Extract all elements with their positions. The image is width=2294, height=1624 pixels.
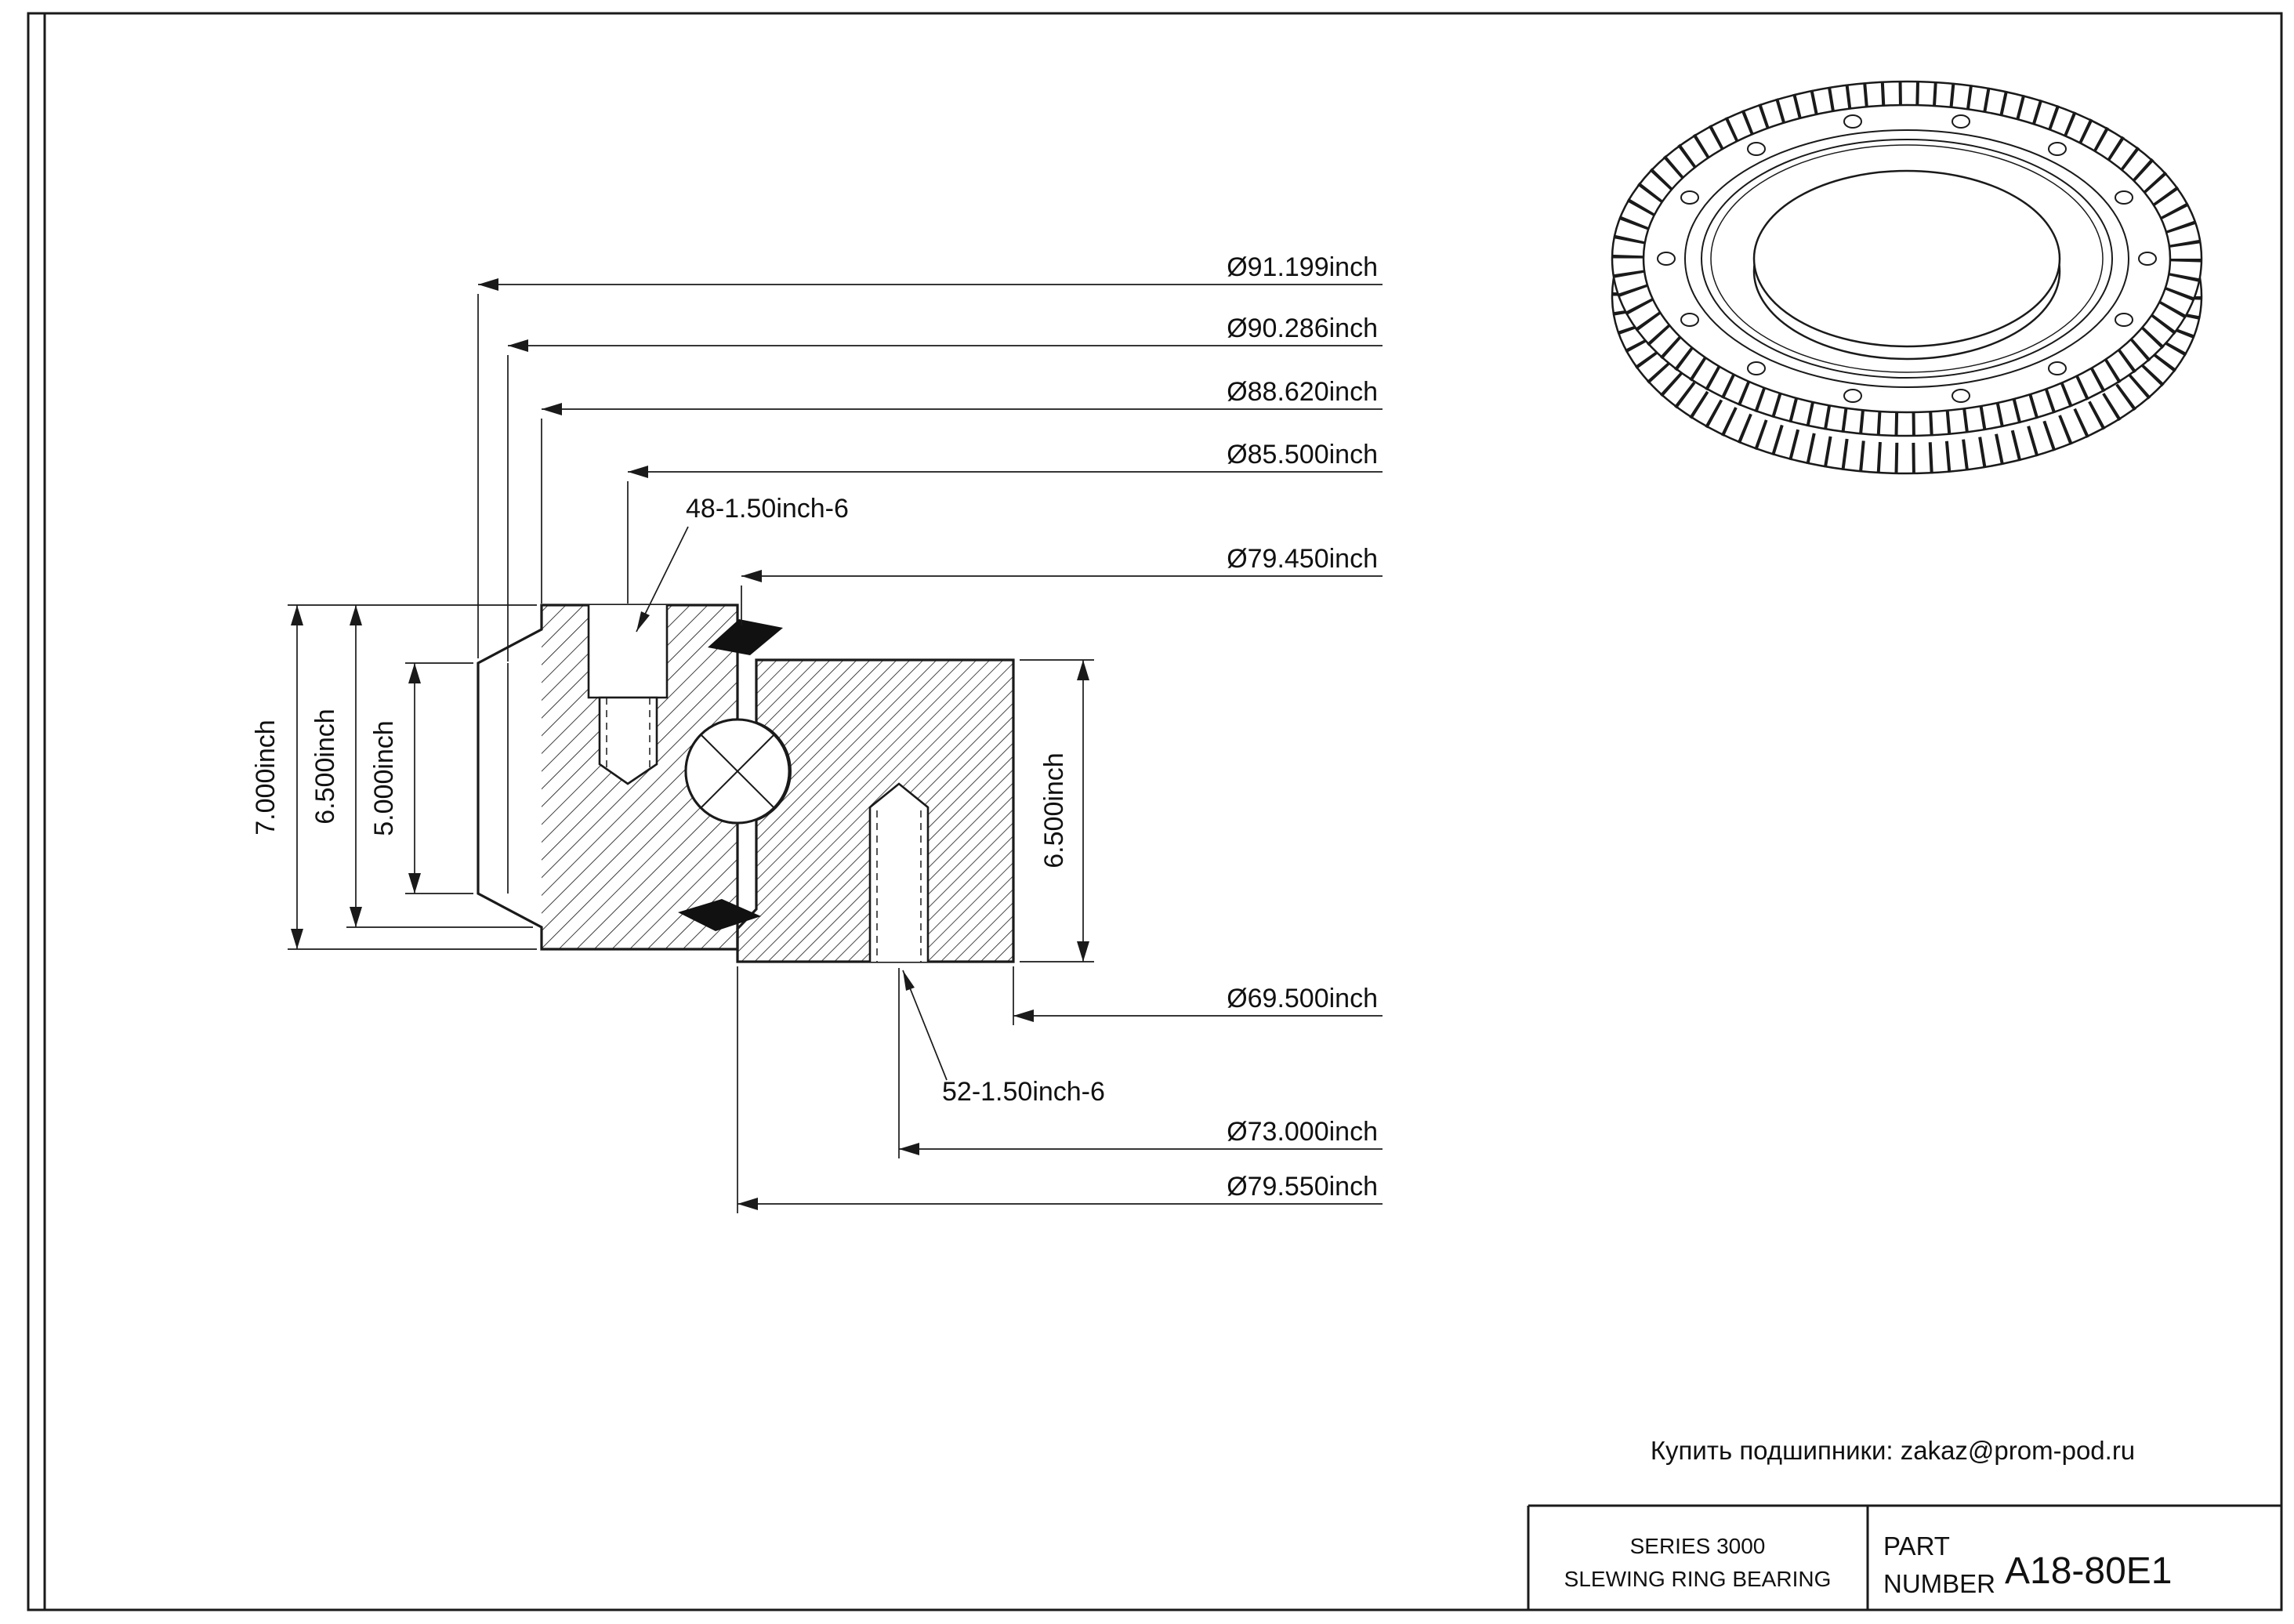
dim-label-diameter-7: Ø79.550inch xyxy=(1227,1172,1378,1202)
arrowhead xyxy=(350,605,362,625)
dim-label-diameter-5: Ø69.500inch xyxy=(1227,984,1378,1013)
arrowhead xyxy=(478,278,498,291)
arrowhead xyxy=(1013,1010,1034,1022)
arrowhead xyxy=(628,466,648,478)
dim-diameter-69-500: Ø69.500inch xyxy=(1013,966,1383,1025)
series-title-line1: SERIES 3000 xyxy=(1630,1534,1766,1558)
arrowhead xyxy=(899,1143,919,1155)
callout-label-0: 48-1.50inch-6 xyxy=(686,494,849,524)
gear-top-teeth xyxy=(1611,81,2202,437)
arrowhead xyxy=(291,605,303,625)
dim-height-7-000: 7.000inch xyxy=(251,604,537,950)
part-number-label-line2: NUMBER xyxy=(1883,1569,1995,1598)
inner-ring-section xyxy=(736,658,1015,963)
section-view xyxy=(477,604,1015,963)
seal-sections xyxy=(678,619,783,931)
arrowhead xyxy=(508,339,528,352)
title-block: SERIES 3000 SLEWING RING BEARING PART NU… xyxy=(1527,1504,2281,1610)
arrowhead xyxy=(1077,660,1089,680)
dim-diameter-91-199: Ø91.199inch xyxy=(477,252,1383,658)
arrowhead xyxy=(741,570,762,582)
dim-diameter-85-500: Ø85.500inch xyxy=(627,440,1383,604)
arrowhead xyxy=(737,1198,758,1210)
callout-inner-bolt-holes: 52-1.50inch-6 xyxy=(902,970,1105,1107)
arrowhead xyxy=(291,929,303,949)
dim-label-diameter-0: Ø91.199inch xyxy=(1227,252,1378,282)
gear-bore-rim xyxy=(1752,169,2061,348)
part-number-label-line1: PART xyxy=(1883,1532,1950,1561)
dim-height-5-000: 5.000inch xyxy=(369,662,473,894)
gear-isometric-view xyxy=(1611,80,2203,475)
title-block-borders xyxy=(1527,1504,2281,1610)
dim-diameter-79-450: Ø79.450inch xyxy=(741,544,1383,625)
dim-label-height-1: 6.500inch xyxy=(310,709,340,824)
ball-section xyxy=(684,718,791,825)
dim-label-diameter-1: Ø90.286inch xyxy=(1227,314,1378,343)
footer-contact: Купить подшипники: zakaz@prom-pod.ru xyxy=(1651,1436,2135,1465)
dim-label-diameter-2: Ø88.620inch xyxy=(1227,377,1378,407)
dim-label-diameter-4: Ø79.450inch xyxy=(1227,544,1378,574)
part-number-value: A18-80E1 xyxy=(2005,1550,2173,1592)
gear-raceway-line-inner xyxy=(1710,144,2104,373)
arrowhead xyxy=(1077,941,1089,962)
dim-height-6-500-right: 6.500inch xyxy=(1020,659,1094,962)
dim-label-height-2: 5.000inch xyxy=(369,720,399,836)
arrowhead xyxy=(542,403,562,415)
arrowhead xyxy=(408,663,421,683)
series-title-line2: SLEWING RING BEARING xyxy=(1564,1567,1832,1591)
arrowhead xyxy=(636,611,650,632)
dimensions: Ø91.199inch Ø90.286inch Ø88.620inch Ø85.… xyxy=(251,252,1383,1213)
dim-diameter-88-620: Ø88.620inch xyxy=(541,377,1383,604)
arrowhead xyxy=(903,970,915,991)
callout-label-1: 52-1.50inch-6 xyxy=(942,1077,1105,1107)
arrowhead xyxy=(408,873,421,894)
outer-ring-bolt-hole xyxy=(587,605,669,785)
top-seal xyxy=(708,619,783,655)
dim-diameter-79-550: Ø79.550inch xyxy=(737,966,1383,1213)
callout-outer-bolt-holes: 48-1.50inch-6 xyxy=(636,494,849,633)
outer-ring-section xyxy=(477,604,739,951)
dim-height-6-500-left: 6.500inch xyxy=(310,605,533,928)
inner-ring-bolt-hole xyxy=(868,782,930,962)
dim-diameter-90-286: Ø90.286inch xyxy=(507,314,1383,662)
bottom-seal xyxy=(678,899,761,931)
dim-label-diameter-3: Ø85.500inch xyxy=(1227,440,1378,469)
gear-bolt-holes xyxy=(1657,114,2157,403)
sheet-frame xyxy=(27,12,2283,1611)
dim-label-height-0: 7.000inch xyxy=(251,720,281,835)
arrowhead xyxy=(350,907,362,927)
dim-diameter-73-000: Ø73.000inch xyxy=(898,968,1383,1158)
dim-label-height-3: 6.500inch xyxy=(1039,752,1069,868)
dim-label-diameter-6: Ø73.000inch xyxy=(1227,1117,1378,1147)
